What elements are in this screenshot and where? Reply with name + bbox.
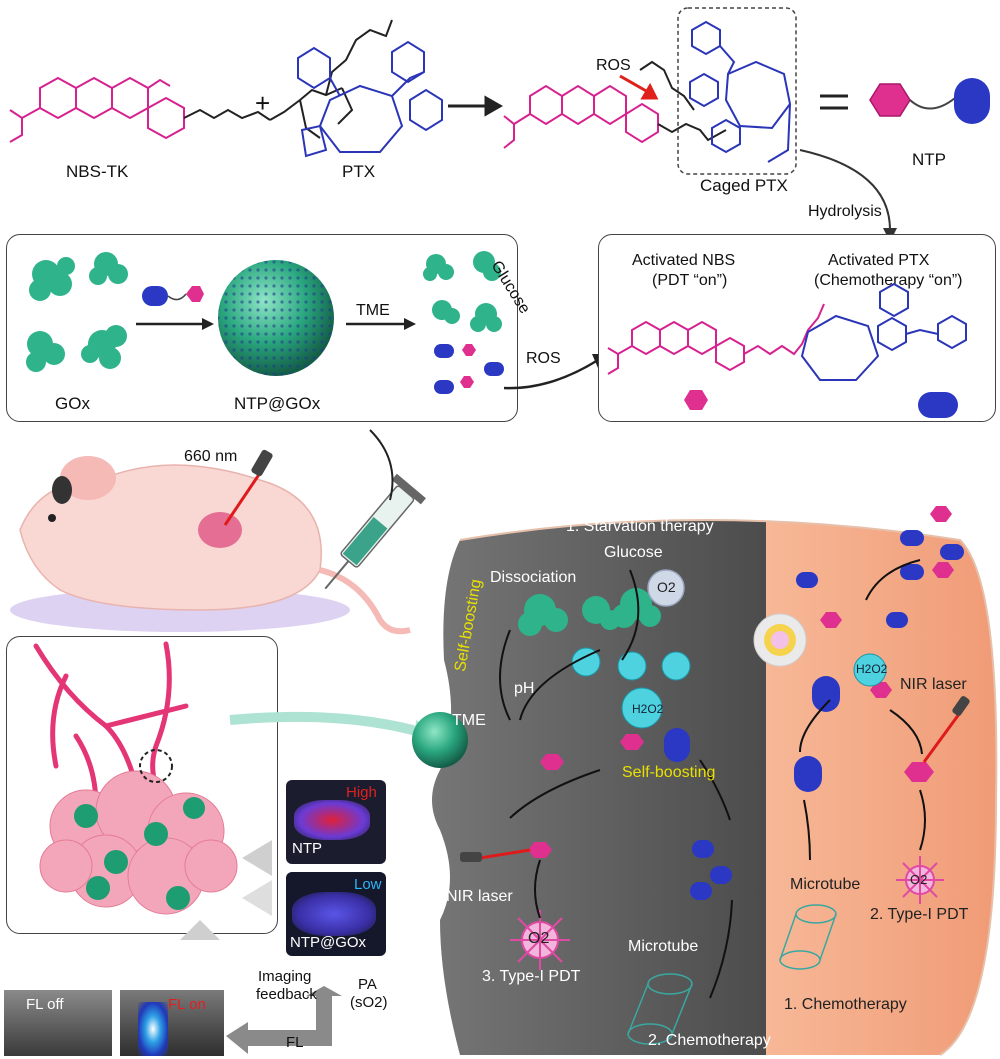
fl-off-image: [4, 990, 112, 1056]
dissociation-label: Dissociation: [490, 569, 577, 586]
fl-off-label: FL off: [26, 996, 64, 1013]
activated-nbs-title: Activated NBS: [632, 252, 736, 269]
o2-label: O2: [657, 579, 676, 595]
activated-ptx-title: Activated PTX: [828, 252, 930, 269]
wavelength-label: 660 nm: [184, 448, 238, 465]
ptx-blue-icon: [918, 392, 958, 418]
self-boosting-label: Self-boosting: [622, 764, 716, 781]
activated-nbs-subtitle: (PDT “on”): [652, 272, 728, 289]
ros-arrow: [619, 74, 659, 100]
mouse-scene: [10, 429, 426, 635]
left-microtube: [627, 973, 693, 1045]
gox-label: GOx: [55, 394, 90, 413]
ntp-small-icon: [142, 286, 204, 306]
top-chemistry-graphics: [9, 7, 990, 240]
plus-sign: +: [255, 88, 271, 118]
caged-ptx-box: [677, 7, 797, 175]
mouse-ear: [60, 456, 116, 500]
ntp-label: NTP: [912, 150, 946, 169]
nir-laser-right-label: NIR laser: [900, 676, 967, 693]
imaging-feedback-line1: Imaging: [258, 968, 312, 985]
glucose-cell-label: Glucose: [604, 544, 663, 561]
equals-sign: [820, 94, 848, 110]
h2o2-label-right: H2O2: [856, 662, 888, 676]
ntp-conjugate-structure: [503, 84, 659, 149]
released-ntp-pieces: [434, 344, 504, 394]
h2o2-label-left: H2O2: [632, 702, 664, 716]
ros-label-middle: ROS: [526, 350, 561, 367]
fl-label: FL: [286, 1034, 304, 1051]
chemotherapy-left-label: 2. Chemotherapy: [648, 1032, 771, 1049]
activation-graphics: [607, 282, 967, 418]
assembly-graphics: [26, 251, 504, 394]
ntp-gox-image-label: NTP@GOx: [290, 934, 367, 951]
starvation-therapy-label: 1. Starvation therapy: [566, 518, 714, 535]
ntp-image-label: NTP: [292, 840, 322, 857]
ntp-gox-label: NTP@GOx: [234, 394, 321, 413]
microtube-right-label: Microtube: [790, 876, 861, 893]
left-radical: [510, 910, 570, 970]
o2-radical-left-label: O2: [528, 930, 550, 947]
low-label: Low: [354, 876, 382, 893]
tme-cell-label: TME: [452, 712, 486, 729]
cell-gox-clusters: [518, 588, 661, 636]
right-microtube: [779, 904, 837, 970]
nbs-crystal-icon: [684, 390, 708, 410]
ph-label: pH: [514, 680, 535, 697]
ptx-label: PTX: [342, 162, 376, 181]
activated-ptx-structure: [800, 282, 967, 381]
tumor-site: [198, 512, 242, 548]
cell-diagram: [412, 506, 998, 1056]
type1-pdt-right-label: 2. Type-I PDT: [870, 906, 969, 923]
right-radical: [896, 856, 944, 904]
nir-laser-left-label: NIR laser: [446, 888, 513, 905]
caged-ptx-structure: [689, 20, 792, 163]
microtube-left-label: Microtube: [628, 938, 699, 955]
gox-molecules: [26, 252, 128, 372]
nbs-tk-structure: [9, 76, 185, 143]
right-half-ntp: [794, 530, 964, 792]
pa-label: PA: [358, 976, 377, 993]
caged-ptx-label: Caged PTX: [700, 176, 788, 195]
laser-device-icon: [251, 449, 273, 477]
ntp-icon: [869, 78, 990, 124]
so2-label: (sO2): [350, 994, 388, 1011]
activated-ptx-subtitle: (Chemotherapy “on”): [814, 272, 963, 289]
reaction-arrow: [448, 95, 504, 117]
high-label: High: [346, 784, 377, 801]
activated-nbs-structure: [607, 303, 825, 375]
type1-pdt-left-label: 3. Type-I PDT: [482, 968, 581, 985]
mouse-eye: [48, 514, 56, 522]
gray-arrows: [180, 840, 272, 940]
syringe-icon: [324, 473, 426, 590]
tumor-vasculature: [33, 641, 238, 915]
tme-label-top: TME: [356, 302, 390, 319]
o2-radical-right-label: O2: [910, 872, 928, 887]
fl-on-image: [120, 990, 224, 1056]
imaging-feedback-line2: feedback: [256, 986, 317, 1003]
ntp-fluorescence-image: [286, 780, 386, 864]
hydrolysis-arrow: [799, 149, 891, 231]
tk-linker: [183, 19, 393, 139]
cell-entry-nanoparticle: [412, 712, 468, 768]
feedback-arrows: [226, 986, 342, 1054]
ros-label: ROS: [596, 57, 631, 74]
ntp-gox-fluorescence-image: [286, 872, 386, 956]
glucose-ros-arrow: [503, 354, 606, 390]
ptx-structure: [297, 40, 443, 158]
fl-on-label: FL on: [168, 996, 206, 1013]
chemotherapy-right-label: 1. Chemotherapy: [784, 996, 907, 1013]
hydrolysis-label: Hydrolysis: [808, 203, 882, 220]
nbs-tk-label: NBS-TK: [66, 162, 129, 181]
